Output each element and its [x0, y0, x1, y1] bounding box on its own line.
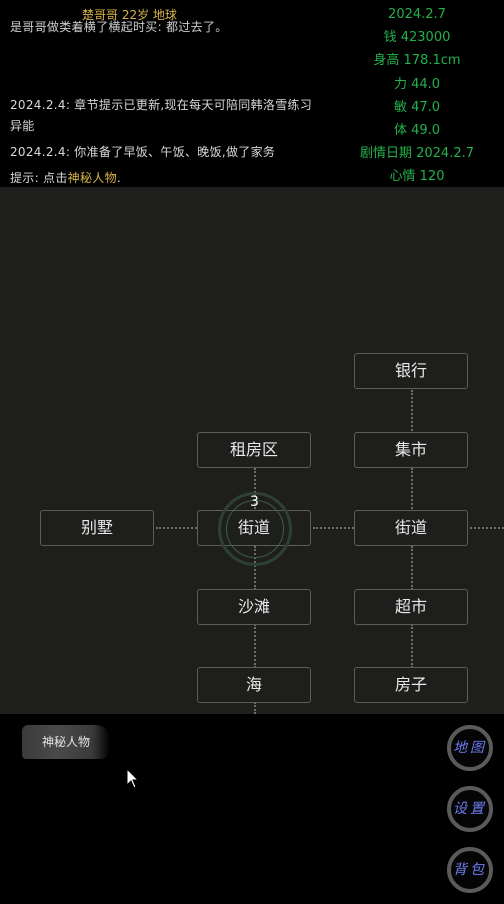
log-line: 2024.2.4: 章节提示已更新,现在每天可陪同韩洛雪练习: [10, 98, 313, 112]
npc-button-label: 神秘人物: [41, 735, 90, 749]
stat-agility: 敏 47.0: [393, 99, 441, 115]
character-info: 楚哥哥 22岁 地球: [82, 8, 177, 22]
current-location-badge: 3: [250, 494, 259, 510]
log-line: 2024.2.4: 你准备了早饭、午饭、晚饭,做了家务: [10, 145, 276, 159]
map-button[interactable]: 地图: [447, 725, 493, 771]
map-node-rental-district[interactable]: 租房区: [197, 432, 311, 468]
stat-mood: 心情 120: [389, 169, 445, 185]
map-node-beach[interactable]: 沙滩: [197, 589, 311, 625]
stat-strength: 力 44.0: [393, 76, 441, 92]
settings-button-label: 设置: [453, 801, 487, 817]
map-connector: [254, 468, 256, 512]
stat-height: 身高 178.1cm: [373, 53, 461, 69]
map-connector: [156, 527, 197, 529]
map-connector: [411, 468, 413, 512]
bottom-panel: 神秘人物 地图 设置 背包: [0, 714, 504, 904]
map-connector: [411, 624, 413, 668]
map-connector: [411, 390, 413, 434]
map-connector: [254, 624, 256, 668]
map-connector: [313, 527, 354, 529]
stat-plot-date: 剧情日期 2024.2.7: [359, 146, 475, 162]
stat-constitution: 体 49.0: [393, 122, 441, 138]
stat-date: 2024.2.7: [388, 7, 446, 22]
log-line: 异能: [10, 119, 35, 133]
settings-button[interactable]: 设置: [447, 786, 493, 832]
map-connector: [254, 546, 256, 590]
map-node-villa[interactable]: 别墅: [40, 510, 154, 546]
hint-line: 提示: 点击神秘人物.: [10, 169, 121, 186]
bag-button-label: 背包: [453, 862, 487, 878]
map-node-supermarket[interactable]: 超市: [354, 589, 468, 625]
map-node-market[interactable]: 集市: [354, 432, 468, 468]
map-node-street-east[interactable]: 街道: [354, 510, 468, 546]
current-location-ring: [218, 492, 292, 566]
header-panel: 楚哥哥 22岁 地球 是哥哥做类着横了横起时买: 都过去了。 2024.2.4:…: [0, 0, 504, 187]
stats-panel: 2024.2.7 钱 423000 身高 178.1cm 力 44.0 敏 47…: [342, 5, 492, 187]
map-connector: [411, 546, 413, 590]
bag-button[interactable]: 背包: [447, 847, 493, 893]
hint-link-mysterious-person[interactable]: 神秘人物: [67, 171, 117, 185]
map-connector: [254, 702, 256, 714]
stat-money: 钱 423000: [383, 30, 451, 46]
map-node-bank[interactable]: 银行: [354, 353, 468, 389]
mouse-cursor-icon: [126, 768, 140, 789]
brush-stroke-background: [22, 725, 110, 759]
map-node-house[interactable]: 房子: [354, 667, 468, 703]
map-connector: [470, 527, 504, 529]
log-line-partial: 是哥哥做类着横了横起时买: 都过去了。: [10, 20, 228, 34]
hint-suffix: .: [116, 171, 121, 185]
map-button-label: 地图: [453, 740, 487, 756]
location-map: 银行 集市 租房区 别墅 街道 街道 沙滩 超市 海 房子 3: [0, 187, 504, 714]
hint-prefix: 提示: 点击: [10, 171, 68, 185]
map-node-sea[interactable]: 海: [197, 667, 311, 703]
npc-button-mysterious-person[interactable]: 神秘人物: [22, 725, 110, 759]
